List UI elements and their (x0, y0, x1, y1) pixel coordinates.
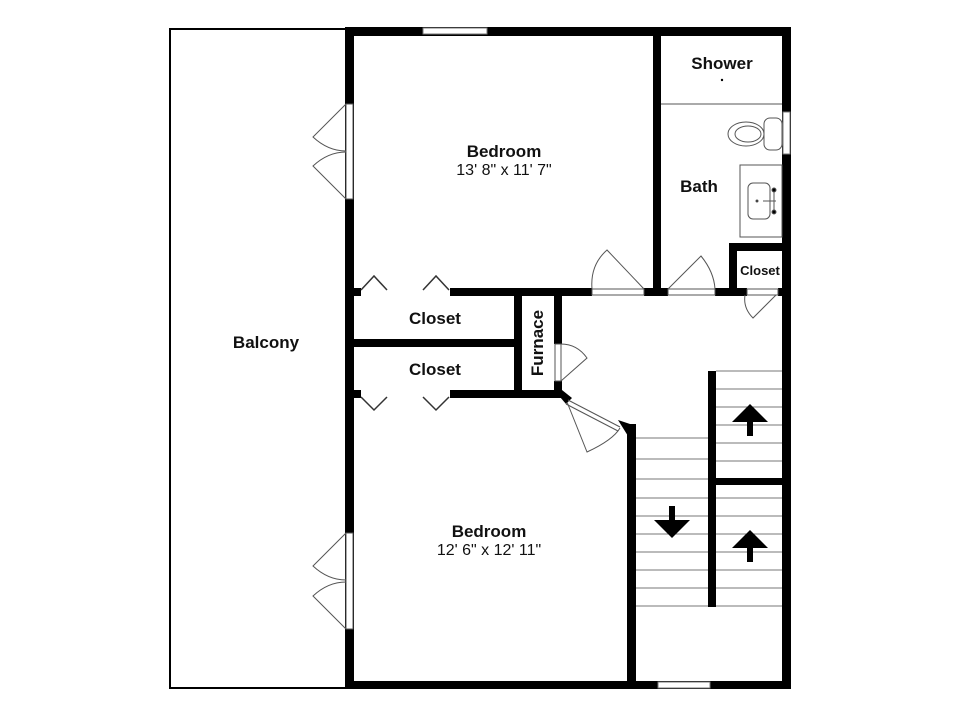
room-label-balcony: Balcony (232, 333, 300, 352)
closet-upper-doors (360, 274, 450, 291)
room-label-bath: Bath (680, 177, 718, 196)
room-label-furnace: Furnace (528, 309, 547, 377)
bedroom-bottom-door (565, 399, 621, 453)
room-dimensions: 12' 6" x 12' 11" (436, 542, 542, 559)
toilet-icon (727, 117, 783, 151)
room-label-bedroom-top: Bedroom 13' 8" x 11' 7" (404, 142, 604, 180)
interior-walls (345, 27, 791, 689)
exterior-walls (345, 27, 791, 689)
room-label-closet-bath: Closet (740, 263, 780, 278)
arrow-up-icon (732, 530, 768, 562)
sink-icon (739, 164, 783, 238)
shower-drain-icon (720, 78, 724, 82)
bath-door (667, 255, 716, 296)
balcony-door-top (312, 103, 354, 200)
closet-lower-doors (360, 396, 450, 412)
room-dimensions: 13' 8" x 11' 7" (456, 162, 552, 179)
balcony-door-bottom (312, 532, 354, 630)
bedroom-top-door (591, 249, 645, 296)
room-label-shower: Shower (691, 54, 753, 73)
arrow-down-icon (654, 506, 690, 538)
room-label-closet-upper: Closet (409, 309, 461, 328)
furnace-door (554, 343, 588, 382)
room-name: Bedroom (451, 522, 527, 541)
windows (422, 27, 791, 689)
balcony-outline (169, 28, 349, 689)
arrow-up-icon (732, 404, 768, 436)
bath-closet-door (744, 288, 779, 319)
room-label-closet-lower: Closet (409, 360, 461, 379)
room-name: Bedroom (466, 142, 542, 161)
room-label-bedroom-bottom: Bedroom 12' 6" x 12' 11" (389, 522, 589, 560)
